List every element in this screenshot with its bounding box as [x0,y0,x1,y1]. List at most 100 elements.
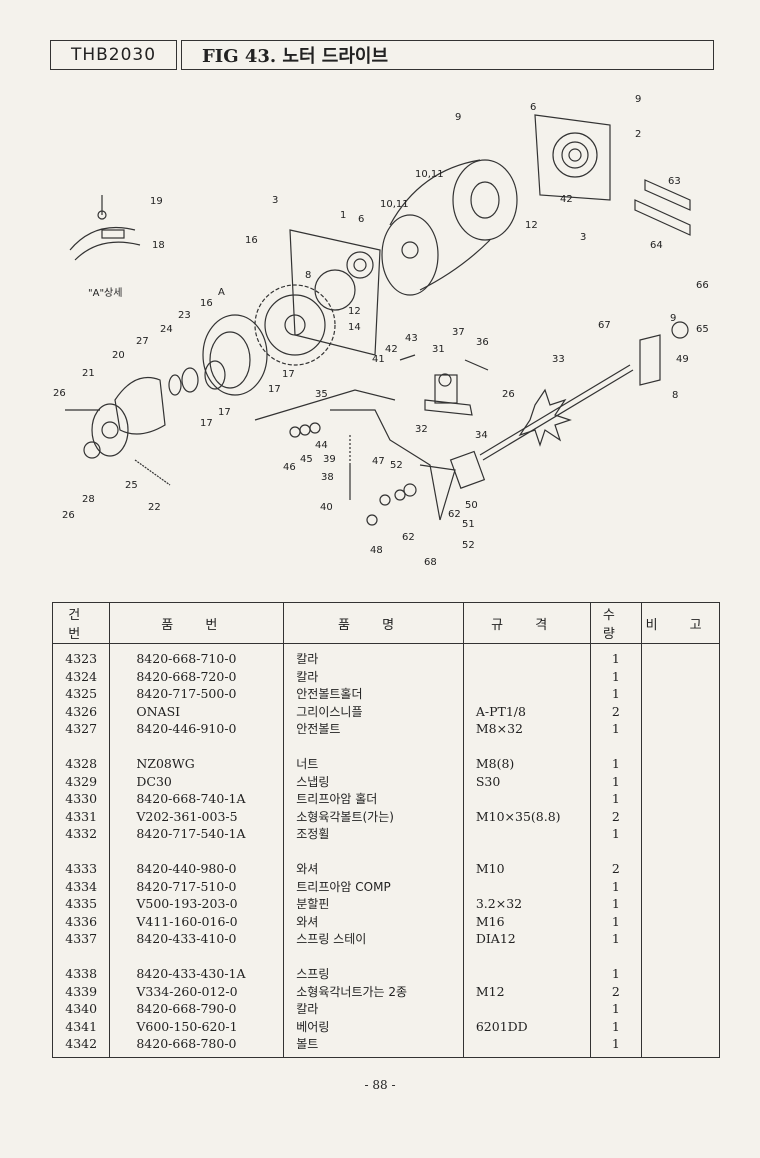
cell-remark [641,702,720,720]
plate-center [289,229,381,356]
callout-28: 27 [136,336,149,347]
callout-36: 37 [452,327,465,338]
cell-item-no: 4326 [51,702,111,720]
diagram-line [403,483,417,497]
cell-part-no: NZ08WG [109,755,285,773]
diagram-line [424,399,473,416]
diagram-line [353,258,367,272]
cell-spec [462,965,591,983]
cell-part-name: 칼라 [283,667,464,685]
cell-remark [641,982,720,1000]
callout-48: 49 [676,354,689,365]
cell-part-name: 스냅링 [283,772,464,790]
diagram-line [389,159,481,226]
cell-remark [641,1017,720,1035]
diagram-line [366,514,378,526]
diagram-line [438,373,452,387]
cell-item-no: 4325 [51,685,111,703]
diagram-line [449,450,486,489]
cell-part-no: 8420-668-780-0 [109,1035,285,1058]
diagram-line [101,421,119,439]
cell-remark [641,912,720,930]
callout-12: 12 [525,220,538,231]
cell-spec [462,667,591,685]
cell-qty: 1 [589,643,643,668]
diagram-line [482,369,634,461]
callout-30: 31 [432,344,445,355]
cell-spec: M12 [462,982,591,1000]
cell-qty: 1 [589,1017,643,1035]
diagram-line [204,360,226,390]
cell-spec: 6201DD [462,1017,591,1035]
page-number: - 88 - [364,1078,396,1092]
cell-remark [641,825,720,843]
cell-qty: 1 [589,790,643,808]
cell-spec: S30 [462,772,591,790]
callout-9: 9 [635,94,641,105]
diagram-line [518,388,572,447]
cell-item-no: 4327 [51,720,111,738]
callout-15: 16 [245,235,258,246]
callout-14: 16 [200,298,213,309]
diagram-line [671,321,689,339]
cell-remark [641,965,720,983]
diagram-line [134,459,171,486]
cell-part-no: 8420-717-510-0 [109,877,285,895]
cell-part-name: 안전볼트홀더 [283,685,464,703]
cell-item-no: 4332 [51,825,111,843]
cell-spec: M8(8) [462,755,591,773]
cell-spec: M10×35(8.8) [462,807,591,825]
cell-spec [462,825,591,843]
shaft [479,364,631,456]
diagram-line [381,214,439,296]
callout-46: 47 [372,456,385,467]
cell-qty: 2 [589,702,643,720]
callout-65: 65 [696,324,709,335]
diagram-line [399,354,416,361]
callout-66: 66 [696,280,709,291]
diagram-line [346,251,374,279]
diagram-shapes [65,114,691,526]
cell-spec: M10 [462,860,591,878]
callout-16b: 17 [218,407,231,418]
callout-3: 3 [580,232,586,243]
cell-remark [641,807,720,825]
cell-item-no: 4340 [51,1000,111,1018]
cell-item-no: 4338 [51,965,111,983]
cell-part-name: 트리프아암 홀더 [283,790,464,808]
group-spacer [51,842,720,860]
col-header-remark: 비 고 [641,602,720,644]
cell-qty: 1 [589,720,643,738]
cell-part-name: 분할핀 [283,895,464,913]
view-marker-a: A [218,287,225,298]
callout-37: 38 [321,472,334,483]
cell-spec [462,877,591,895]
col-header-spec: 규 격 [462,602,591,644]
cell-part-name: 너트 [283,755,464,773]
group-spacer [51,947,720,965]
callout-24: 24 [160,324,173,335]
cell-qty: 1 [589,877,643,895]
callout-68: 68 [424,557,437,568]
cell-item-no: 4341 [51,1017,111,1035]
callout-6: 6 [530,102,536,113]
cell-part-no: 8420-668-720-0 [109,667,285,685]
cell-qty: 1 [589,685,643,703]
callout-1: 1 [340,210,346,221]
callout-50: 52 [462,540,475,551]
diagram-line [289,426,301,438]
callout-62: 62 [448,509,461,520]
cell-part-name: 스프링 스테이 [283,930,464,948]
cell-spec: A-PT1/8 [462,702,591,720]
cell-part-no: ONASI [109,702,285,720]
callout-13: 14 [348,322,361,333]
cell-item-no: 4335 [51,895,111,913]
diagram-line [284,314,306,336]
